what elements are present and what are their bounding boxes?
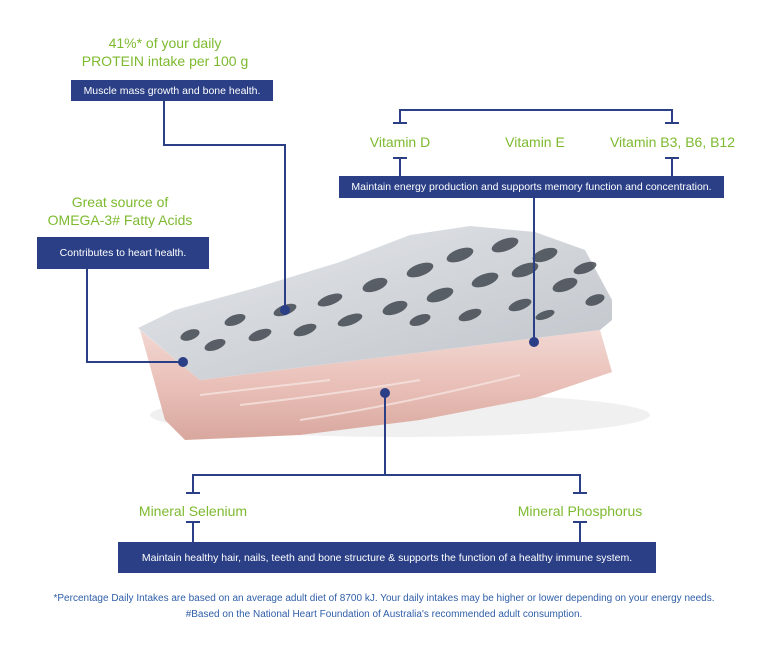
omega-heading-line2: OMEGA-3# Fatty Acids [47, 212, 193, 228]
vitamin-d-label: Vitamin D [369, 134, 431, 150]
omega-heading-line1: Great source of [71, 194, 169, 210]
footnote-percentage: *Percentage Daily Intakes are based on a… [53, 593, 715, 604]
protein-heading: 41%* of your daily PROTEIN intake per 10… [80, 34, 250, 70]
omega-heading: Great source of OMEGA-3# Fatty Acids [35, 193, 205, 229]
protein-heading-line1: 41%* of your daily [108, 35, 222, 51]
protein-box: Muscle mass growth and bone health. [71, 80, 273, 101]
mineral-selenium-label: Mineral Selenium [138, 503, 248, 519]
vitamin-b-label: Vitamin B3, B6, B12 [609, 134, 736, 150]
mineral-phosphorus-label: Mineral Phosphorus [517, 503, 643, 519]
footnote-heart-foundation: #Based on the National Heart Foundation … [185, 609, 583, 620]
omega-box: Contributes to heart health. [37, 237, 209, 269]
vitamins-box: Maintain energy production and supports … [339, 176, 724, 198]
vitamin-e-label: Vitamin E [505, 134, 565, 150]
minerals-box: Maintain healthy hair, nails, teeth and … [118, 542, 656, 573]
protein-heading-line2: PROTEIN intake per 100 g [81, 53, 249, 69]
